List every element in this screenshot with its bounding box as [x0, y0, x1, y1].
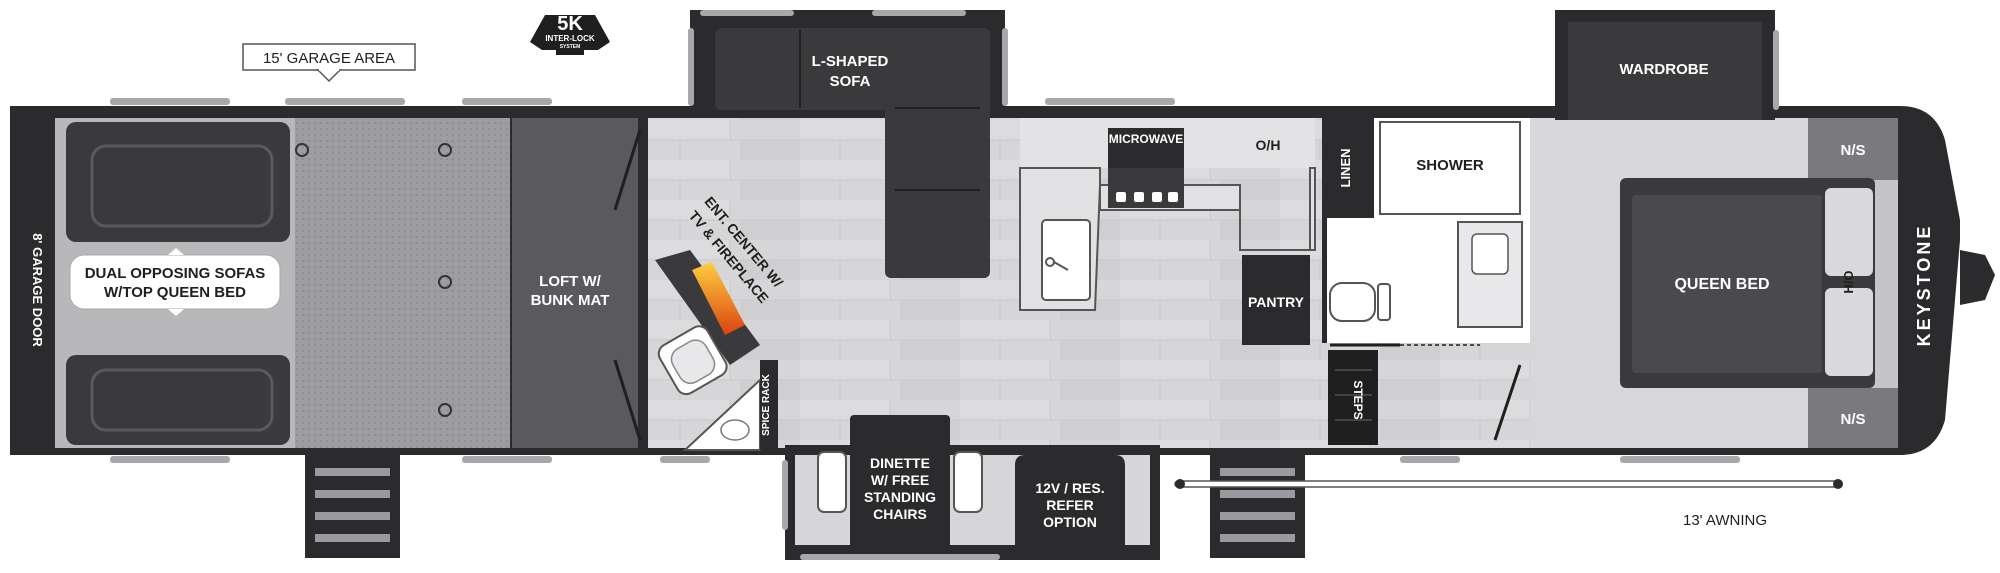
garage-area-tag: [242, 43, 416, 71]
spice-rack: [760, 360, 778, 450]
refrigerator: [1015, 455, 1125, 545]
garage-sofa-bottom-cushion: [90, 368, 274, 432]
dinette-line2: W/ FREE: [871, 472, 929, 488]
ns-bottom-label: N/S: [1840, 411, 1865, 428]
refer-line1: 12V / RES.: [1035, 480, 1104, 496]
sofa-label-line1: L-SHAPED: [812, 53, 889, 70]
svg-text:INTER-LOCK: INTER-LOCK: [545, 34, 595, 43]
spice-rack-label: SPICE RACK: [761, 373, 772, 435]
awning-label: 13' AWNING: [1683, 512, 1767, 529]
wardrobe-label: WARDROBE: [1619, 61, 1708, 78]
recliner-chair: [657, 325, 728, 396]
pantry-label: PANTRY: [1248, 294, 1305, 310]
dinette-line3: STANDING: [864, 489, 936, 505]
loft-floor: [512, 118, 638, 448]
bed-pillow: [1825, 288, 1873, 376]
steps-label: STEPS: [1351, 380, 1365, 419]
bath-wall: [1322, 118, 1327, 343]
shower: [1379, 121, 1521, 215]
tie-down-icon: [438, 143, 452, 157]
tie-down-icon: [438, 275, 452, 289]
microwave: [1108, 128, 1184, 168]
fireplace-icon: [692, 262, 745, 335]
dinette-table: [850, 415, 950, 550]
queen-bed-label: QUEEN BED: [1674, 276, 1769, 293]
bed-pillow: [1825, 188, 1873, 276]
nightstand-bottom: [1808, 388, 1898, 448]
garage-door-label: 8' GARAGE DOOR: [30, 233, 45, 347]
interior-steps: [1328, 350, 1378, 445]
brand-label: KEYSTONE: [1914, 224, 1934, 347]
dinette-line1: DINETTE: [870, 455, 930, 471]
hitch: [1960, 250, 1995, 305]
tie-down-icon: [295, 143, 309, 157]
sofa-label-line2: SOFA: [830, 73, 871, 90]
dinette-line4: CHAIRS: [873, 506, 927, 522]
toilet: [1329, 282, 1376, 322]
tie-down-icon: [438, 403, 452, 417]
sofa-callout-line2: W/TOP QUEEN BED: [104, 284, 246, 301]
pantry: [1242, 255, 1310, 345]
garage-sofa-top-cushion: [90, 144, 274, 228]
garage-area-label: 15' GARAGE AREA: [263, 50, 395, 67]
microwave-label: MICROWAVE: [1109, 132, 1183, 146]
linen-closet: [1327, 118, 1374, 218]
interlock-logo: 5K INTER-LOCK SYSTEM: [530, 13, 610, 55]
refer-line3: OPTION: [1043, 514, 1097, 530]
sink-icon: [720, 419, 750, 441]
ho-label: H/O: [1841, 270, 1856, 293]
burner-icons: [1116, 192, 1178, 202]
kitchen-sink: [1041, 219, 1091, 301]
awning-bar: [1174, 480, 1841, 488]
refer-line2: REFER: [1046, 497, 1093, 513]
sofa-callout-line1: DUAL OPPOSING SOFAS: [85, 265, 266, 282]
garage-floor-center: [295, 118, 510, 448]
loft-label-line1: LOFT W/: [539, 273, 601, 290]
shower-label: SHOWER: [1416, 157, 1484, 174]
svg-text:5K: 5K: [557, 13, 583, 35]
garage-sofa-bottom: [66, 355, 290, 445]
ns-top-label: N/S: [1840, 142, 1865, 159]
bath-sink: [1471, 233, 1509, 275]
garage-entry-steps: [305, 455, 400, 558]
linen-label: LINEN: [1338, 149, 1353, 188]
svg-text:SYSTEM: SYSTEM: [560, 44, 581, 50]
l-shaped-sofa-arm: [885, 28, 990, 278]
garage-sofa-top: [66, 122, 290, 242]
nightstand-top: [1808, 118, 1898, 180]
kitchen-counter: [1019, 167, 1316, 311]
entertainment-center: [655, 250, 760, 365]
overhead-label: O/H: [1256, 137, 1281, 153]
dinette-chair: [953, 451, 983, 513]
loft-label-line2: BUNK MAT: [531, 292, 610, 309]
main-entry-steps: [1210, 455, 1305, 558]
dinette-chair: [817, 451, 847, 513]
